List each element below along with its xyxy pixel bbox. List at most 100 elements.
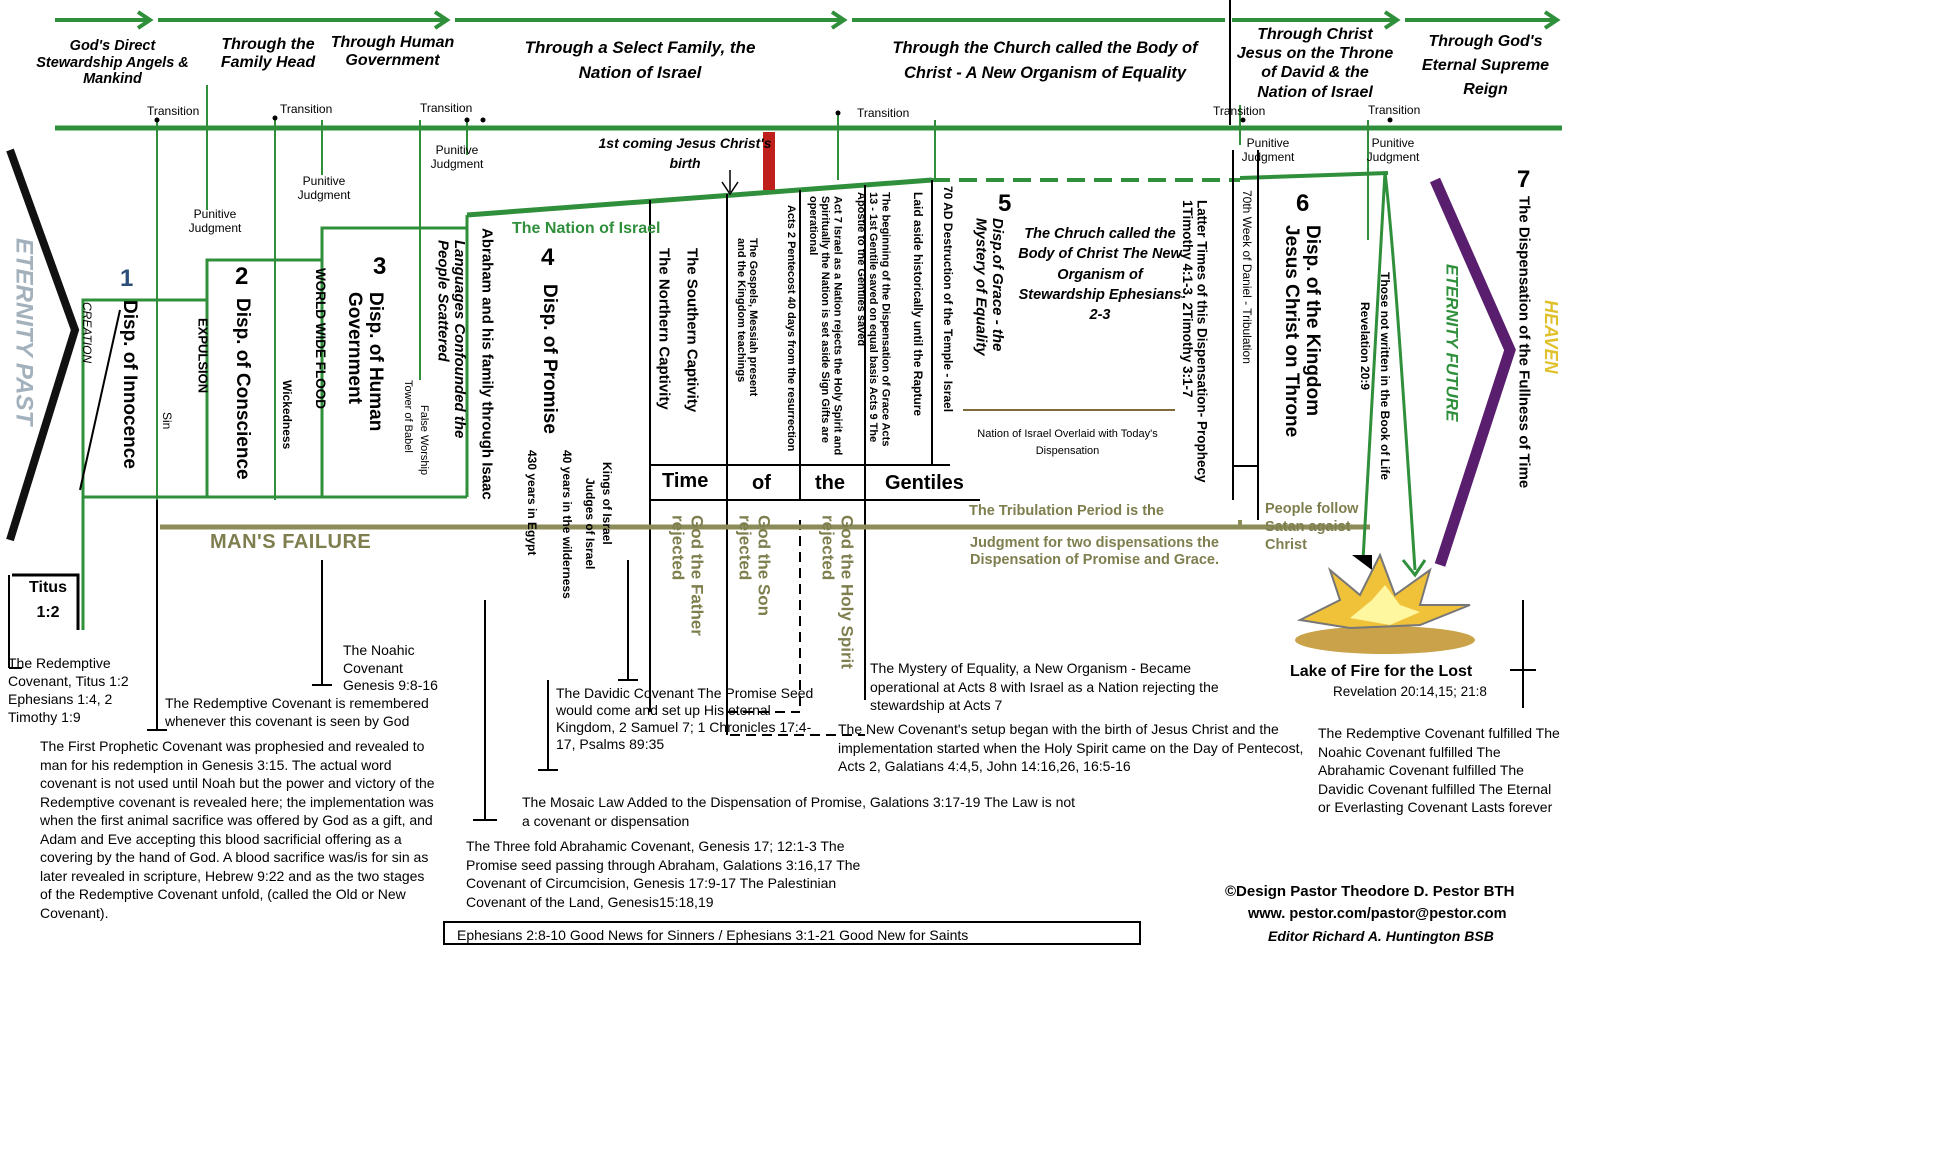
event-languages: Languages Confounded the People Scattere… — [434, 240, 469, 439]
event-latter-times: Latter Times of this Dispensation- Proph… — [1179, 200, 1210, 483]
event-acts7: Act 7 Israel as a Nation rejects the Hol… — [807, 196, 844, 456]
header-church: Through the Church called the Body of Ch… — [892, 39, 1198, 82]
note-first-prophetic: The First Prophetic Covenant was prophes… — [40, 738, 435, 921]
punitive-judgment-label: Punitive Judgment — [1366, 136, 1420, 164]
note-remembered: The Redemptive Covenant is remembered wh… — [165, 695, 429, 729]
son-rejected: God the Son rejected — [735, 515, 774, 617]
staircase — [81, 215, 469, 630]
father-rejected: God the Father rejected — [668, 515, 707, 636]
event-false-worship: False Worship — [418, 405, 431, 476]
event-sin: Sin — [160, 412, 175, 430]
lake-of-fire-ref: Revelation 20:14,15; 21:8 — [1333, 684, 1487, 699]
footer-box: Ephesians 2:8-10 Good News for Sinners /… — [443, 921, 1141, 945]
dashed-box — [727, 520, 865, 736]
note-mosaic: The Mosaic Law Added to the Dispensation… — [522, 794, 1076, 829]
event-kings: Kings of Israel — [600, 462, 615, 545]
event-judges: Judges of Israel — [583, 478, 598, 570]
transition-label: Transition — [420, 101, 473, 115]
disp-name: Disp. of Innocence — [118, 300, 140, 469]
event-abraham: Abraham and his family through Isaac — [478, 228, 496, 500]
top-timeline — [55, 10, 1561, 30]
israel-line — [466, 177, 933, 218]
disp-name: Disp. of Human Government — [343, 292, 386, 432]
disp-number: 5 — [998, 190, 1012, 217]
header-family-head: Through the Family Head — [220, 36, 316, 72]
tribulation-label-2: Judgment for two dispensations the Dispe… — [970, 535, 1219, 569]
event-gospels: The Gospels, Messiah present and the Kin… — [735, 238, 760, 397]
church-box-label: The Chruch called the Body of Christ The… — [1018, 226, 1182, 324]
titus-label: Titus 1:2 — [29, 579, 67, 621]
event-70ad: 70 AD Destruction of the Temple - Israel — [941, 186, 956, 413]
credit-design: ©Design Pastor Theodore D. Pestor BTH — [1225, 883, 1515, 900]
gentiles-word: Gentiles — [885, 472, 964, 494]
event-wilderness: 40 years in the wilderness — [560, 450, 575, 599]
note-redemptive: The Redemptive Covenant, Titus 1:2 Ephes… — [8, 655, 129, 725]
punitive-judgment-label: Punitive Judgment — [430, 143, 484, 171]
note-mystery: The Mystery of Equality, a New Organism … — [870, 660, 1219, 713]
drop-lines — [8, 500, 1536, 821]
spirit-rejected: God the Holy Spirit rejected — [818, 515, 857, 669]
heaven-label: HEAVEN — [1540, 300, 1561, 374]
credit-editor: Editor Richard A. Huntington BSB — [1268, 928, 1494, 944]
disp-number: 3 — [373, 253, 387, 280]
event-grace-begin: The beginning of the Dispensation of Gra… — [855, 192, 892, 447]
event-northern: The Northern Captivity — [655, 248, 673, 410]
credit-web: www. pestor.com/pastor@pestor.com — [1248, 906, 1507, 922]
disp-name: The Dispensation of the Fullness of Time — [1515, 196, 1533, 489]
creation-slope — [79, 309, 121, 491]
nation-of-israel-label: The Nation of Israel — [512, 220, 661, 237]
disp-name: Disp. of Promise — [538, 284, 560, 434]
note-new-covenant: The New Covenant's setup began with the … — [838, 721, 1304, 774]
disp-number: 4 — [541, 244, 555, 271]
gentiles-word: Time — [662, 470, 709, 492]
event-pentecost: Acts 2 Pentecost 40 days from the resurr… — [785, 205, 798, 452]
tribulation-label: The Tribulation Period is the — [969, 503, 1164, 519]
lake-of-fire-label: Lake of Fire for the Lost — [1290, 663, 1473, 680]
note-abrahamic: The Three fold Abrahamic Covenant, Genes… — [466, 838, 861, 910]
disp-name: Disp. of Conscience — [231, 298, 253, 480]
disp-name: Disp. of the Kingdom Jesus Christ on Thr… — [1280, 225, 1323, 438]
transition-label: Transition — [1213, 104, 1266, 118]
transition-ticks — [156, 85, 1369, 500]
disp-name: Disp.of Grace - the Mystery of Equality — [972, 218, 1007, 356]
event-wickedness: Wickedness — [280, 380, 295, 450]
israel-verticals — [649, 150, 1259, 735]
eternity-past-chevron — [6, 148, 80, 542]
transition-label: Transition — [857, 106, 910, 120]
transition-dots — [154, 110, 1393, 123]
transition-label: Transition — [147, 104, 200, 118]
note-fulfilled: The Redemptive Covenant fulfilled The No… — [1318, 725, 1560, 815]
mans-failure-label: MAN'S FAILURE — [210, 531, 372, 553]
creation-label: CREATION — [80, 302, 95, 364]
header-christ-throne: Through Christ Jesus on the Throne of Da… — [1236, 26, 1394, 101]
titus-frame — [12, 573, 80, 630]
disp-number: 2 — [235, 263, 249, 290]
header-eternal-reign: Through God's Eternal Supreme Reign — [1421, 33, 1550, 98]
eternity-future-label: ETERNITY FUTURE — [1442, 264, 1462, 422]
disp-number: 1 — [120, 265, 134, 292]
header-select-family: Through a Select Family, the Nation of I… — [524, 38, 756, 82]
chart-lines — [6, 0, 1562, 821]
event-not-written: Those not written in the Book of Life — [1378, 272, 1393, 480]
event-expulsion: EXPULSION — [195, 318, 211, 394]
punitive-judgment-label: Punitive Judgment — [188, 207, 242, 235]
event-egypt: 430 years in Egypt — [525, 450, 540, 556]
disp-number: 7 — [1517, 166, 1531, 193]
header-angels: God's Direct Stewardship Angels & Mankin… — [36, 38, 189, 88]
arrow-head — [1352, 555, 1372, 570]
transition-label: Transition — [280, 102, 333, 116]
header-human-government: Through Human Government — [330, 34, 455, 70]
judgment-arrows — [1361, 171, 1427, 578]
birth-marker — [763, 132, 775, 190]
people-follow-label: People follow Satan agaist Christ — [1265, 501, 1359, 554]
fire-icon — [1295, 552, 1475, 654]
eternity-past-label: ETERNITY PAST — [10, 238, 38, 426]
overlaid-label: Nation of Israel Overlaid with Today's D… — [977, 428, 1158, 457]
event-southern: The Southern Captivity — [683, 248, 701, 413]
event-laid-aside: Laid aside historically until the Raptur… — [911, 192, 926, 417]
event-flood: WORLD WIDE FLOOD — [312, 268, 328, 409]
note-noahic: The Noahic Covenant Genesis 9:8-16 — [343, 642, 438, 693]
event-70th-week: 70th Week of Daniel - Tribulation — [1240, 190, 1255, 364]
kingdom-line — [1239, 171, 1389, 180]
event-revelation: Revelation 20:9 — [1358, 302, 1373, 391]
